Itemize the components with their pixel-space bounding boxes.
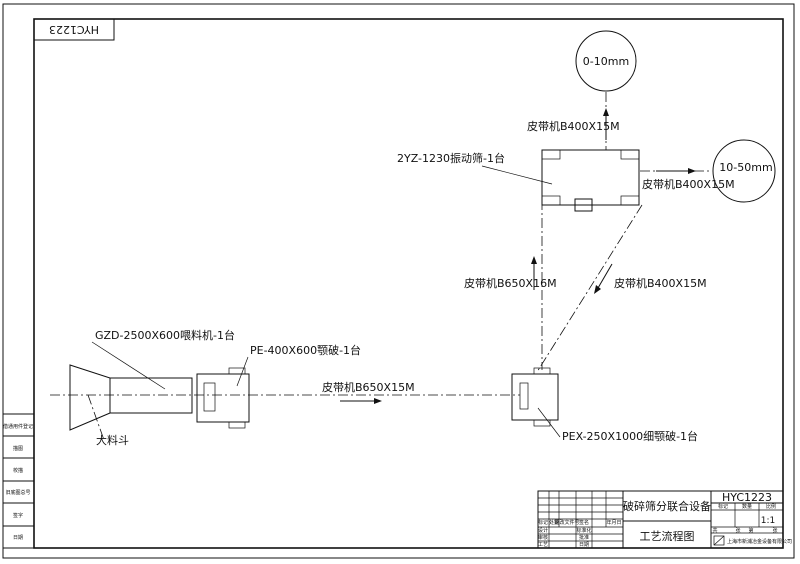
role-label-3: 标准化 [576, 527, 591, 534]
role-label-1: 审核 [538, 534, 548, 541]
role-label-4: 批准 [579, 534, 589, 541]
sheet-label-2: 第 [748, 527, 753, 534]
role-label-2: 工艺 [538, 542, 548, 548]
conveyor-lift-label: 皮带机B650X16M [464, 276, 557, 290]
margin-label-0: 借通用件登记 [3, 423, 33, 430]
header-0: 标记 [718, 503, 728, 510]
fine-jaw-crusher-label: PEX-250X1000细颚破-1台 [562, 429, 698, 443]
scale-value: 1:1 [761, 516, 775, 526]
conveyor-main-label: 皮带机B650X15M [322, 380, 415, 394]
margin-label-2: 校描 [13, 467, 23, 474]
rev-header-3: 签名 [579, 519, 589, 526]
drawing-code-box: HYC1223 [33, 18, 115, 41]
margin-label-1: 描图 [13, 445, 23, 452]
margin-label-3: 旧底图总号 [5, 489, 30, 496]
margin-label-4: 签字 [13, 512, 23, 519]
coarse-size-label: 10-50mm [719, 161, 772, 174]
header-1: 数量 [742, 503, 752, 510]
jaw-crusher [196, 356, 250, 429]
conveyor-right-label: 皮带机B400X15M [642, 177, 735, 191]
left-margin-table: 借通用件登记 描图 校描 旧底图总号 签字 日期 [2, 413, 35, 549]
fine-size-label: 0-10mm [583, 55, 629, 68]
feeder-label: GZD-2500X600喂料机-1台 [95, 328, 235, 342]
rev-header-4: 年月日 [606, 519, 621, 526]
conveyor-return-label: 皮带机B400X15M [614, 276, 707, 290]
hopper-label: 大料斗 [96, 433, 129, 447]
company-name: 上海市新浦冶金设备有限公司 [727, 538, 792, 545]
screen-label: 2YZ-1230振动筛-1台 [397, 151, 505, 165]
vibrating-screen [481, 149, 640, 212]
sheet-label-0: 共 [712, 527, 717, 534]
jaw-crusher-label: PE-400X600颚破-1台 [250, 343, 361, 357]
sheet-label-3: 张 [772, 527, 777, 534]
coarse-product-circle: 10-50mm [712, 139, 776, 203]
role-label-5: 日期 [579, 542, 589, 548]
drawing-number: HYC1223 [722, 491, 772, 504]
project-name: 破碎筛分联合设备 [623, 499, 711, 513]
fine-product-circle: 0-10mm [575, 30, 637, 92]
role-label-0: 设计 [538, 527, 548, 534]
header-2: 比例 [766, 503, 776, 510]
rev-header-2: 更改文件号 [554, 519, 579, 526]
rev-header-0: 标记 [538, 519, 548, 526]
company-logo-icon [713, 535, 725, 546]
margin-label-5: 日期 [13, 535, 23, 541]
drawing-code-mirrored: HYC1223 [49, 23, 99, 36]
sheet-label-1: 张 [735, 527, 740, 534]
conveyor-top-label: 皮带机B400X15M [527, 119, 620, 133]
drawing-frame [2, 3, 795, 559]
rev-header-1: 处数 [549, 519, 559, 526]
drawing-title: 工艺流程图 [640, 529, 695, 543]
fine-jaw-crusher [511, 367, 561, 438]
title-block: 标记 处数 更改文件号 签名 年月日 设计 审核 工艺 标准化 批准 日期 破碎… [537, 490, 792, 549]
flow-arrows [340, 108, 696, 404]
hopper [69, 364, 111, 431]
